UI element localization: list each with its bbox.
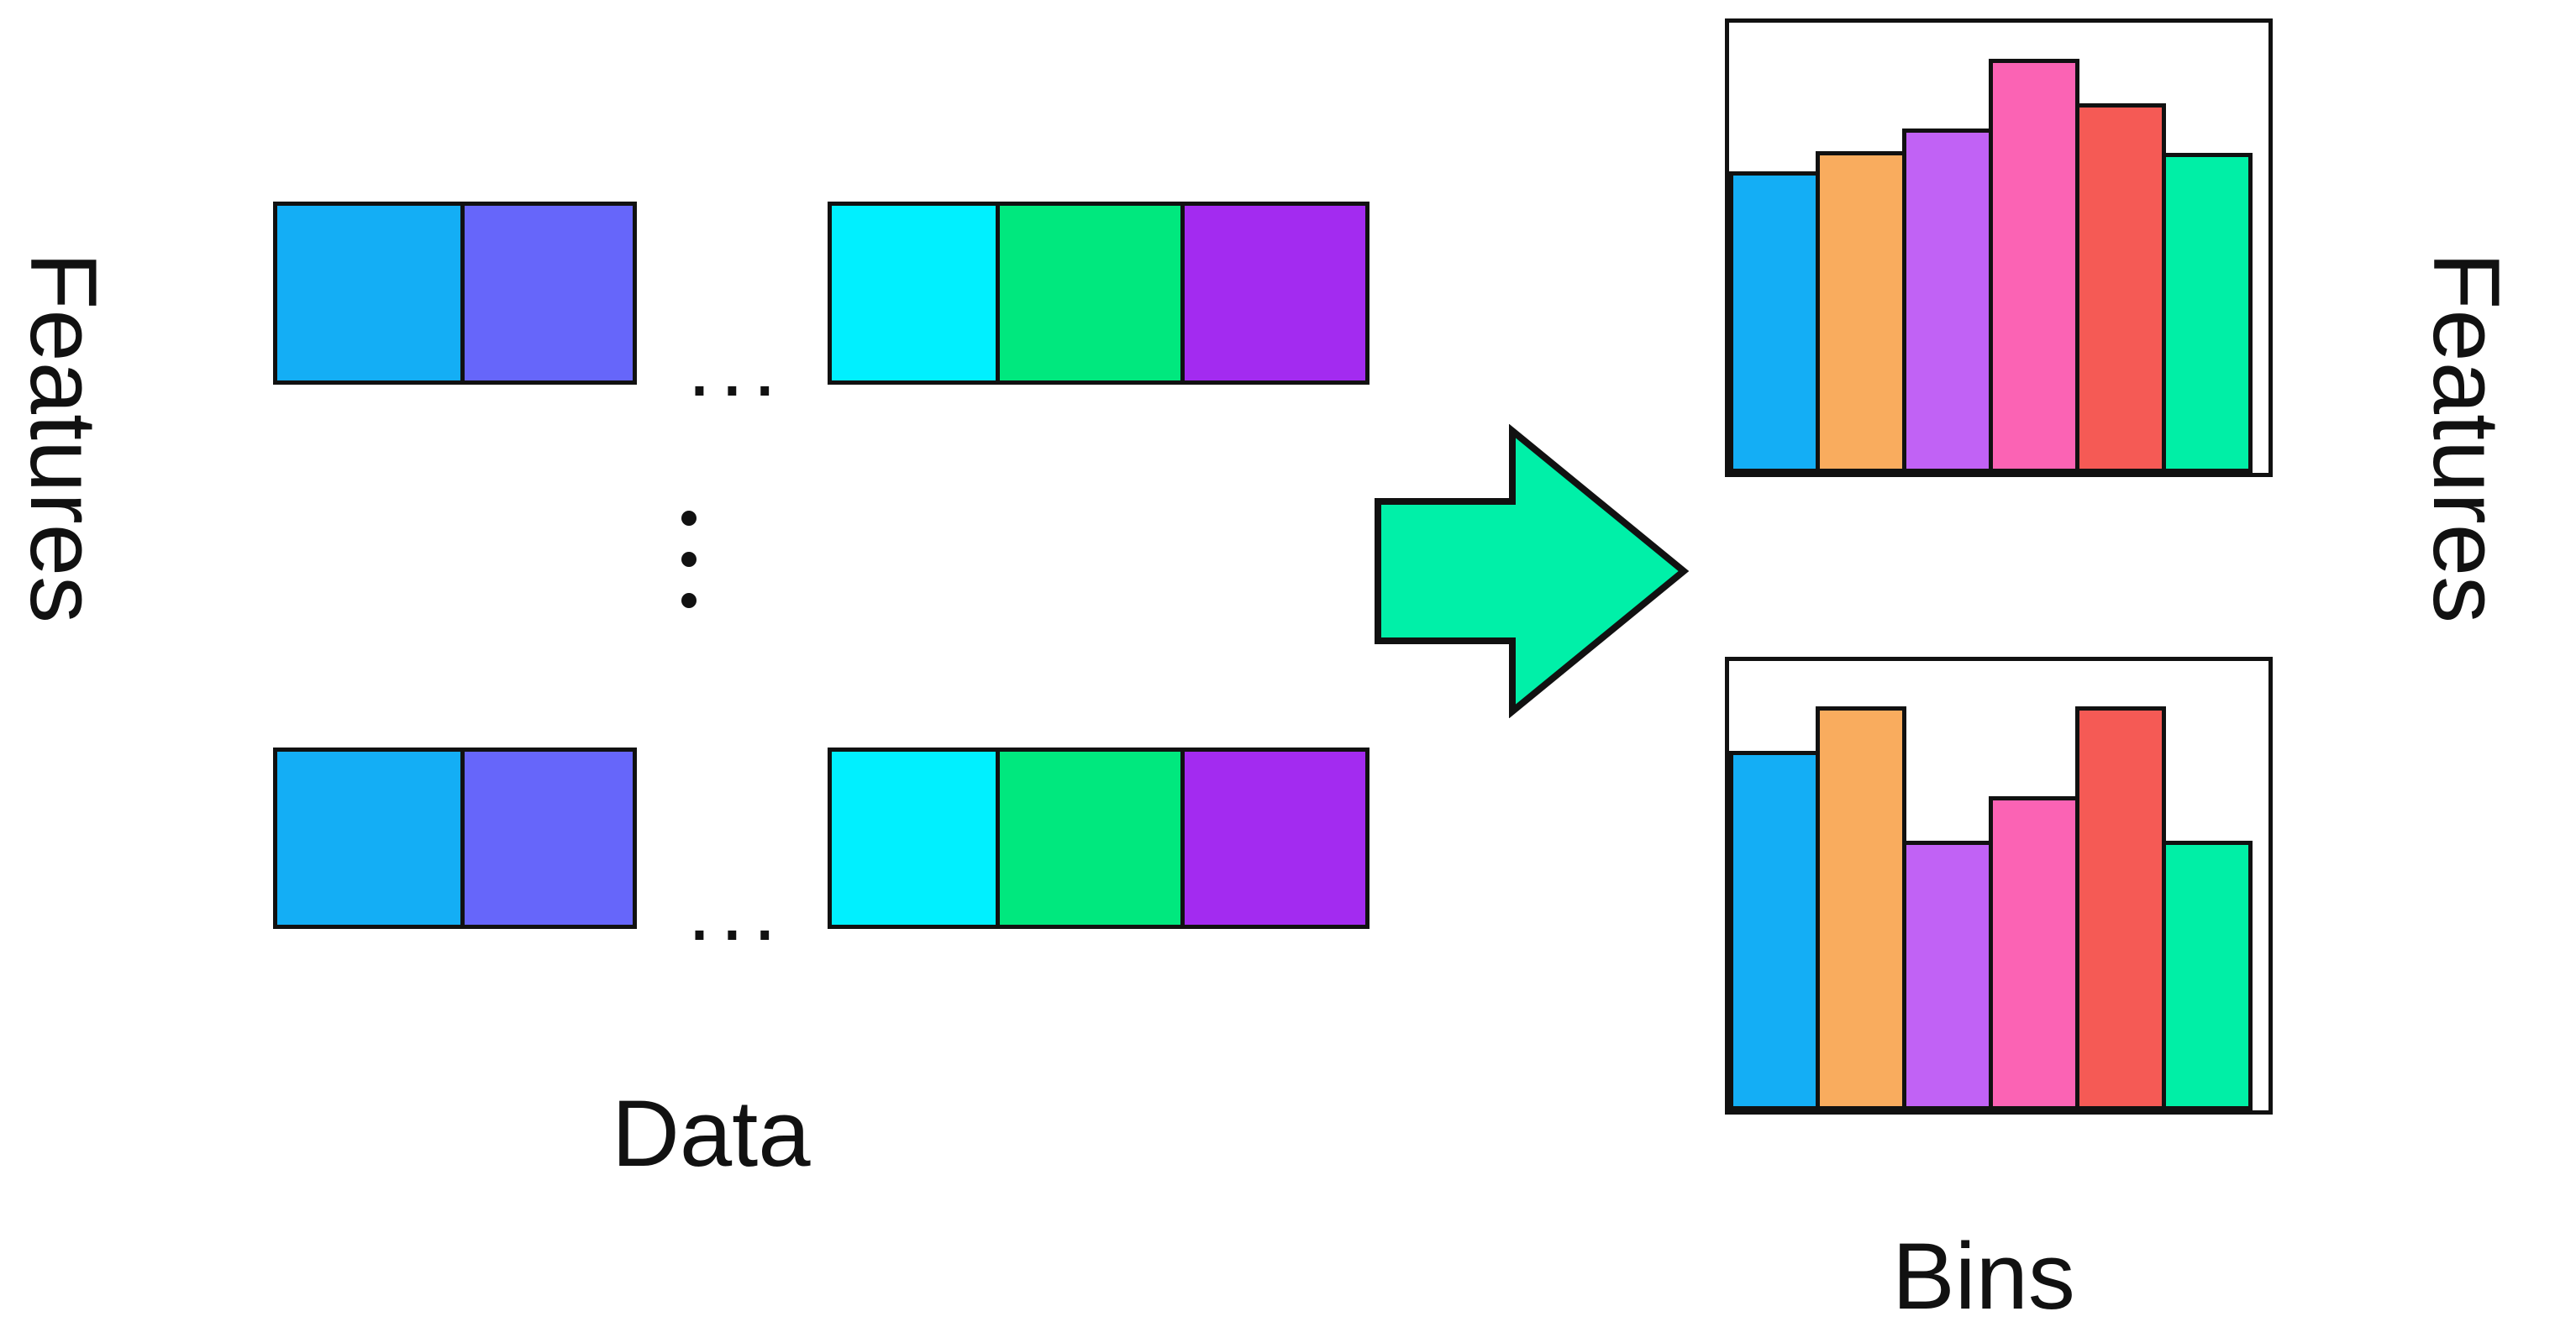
feature-block-cyan xyxy=(828,202,1000,385)
data-row xyxy=(273,202,637,385)
data-row xyxy=(828,202,1369,385)
histogram-bottom-bars xyxy=(1729,661,2268,1110)
histogram-bar xyxy=(1989,795,2079,1110)
histogram-top-bars xyxy=(1729,23,2268,473)
feature-block-purple xyxy=(1180,748,1369,929)
histogram-bar xyxy=(1816,150,1906,473)
histogram-bar xyxy=(1989,58,2079,473)
histogram-bar xyxy=(1816,706,1906,1110)
histogram-bar xyxy=(2162,841,2253,1110)
histogram-bar xyxy=(2075,103,2166,473)
feature-block-indigo xyxy=(460,748,637,929)
data-row xyxy=(828,748,1369,929)
row-ellipsis: ... xyxy=(687,862,786,959)
ellipsis-dot xyxy=(681,552,697,567)
ellipsis-dot xyxy=(681,511,697,526)
histogram-top xyxy=(1725,18,2273,477)
right-axis-label-features: Features xyxy=(2414,252,2519,623)
feature-block-cyan xyxy=(828,748,1000,929)
feature-block-blue xyxy=(273,202,465,385)
feature-block-green xyxy=(996,748,1185,929)
histogram-bar xyxy=(2075,706,2166,1110)
histogram-bar xyxy=(1729,751,1820,1110)
ellipsis-dot xyxy=(681,593,697,608)
feature-block-green xyxy=(996,202,1185,385)
histogram-bar xyxy=(1729,170,1820,473)
histogram-bar xyxy=(1902,128,1993,473)
histogram-bar xyxy=(2162,153,2253,473)
column-ellipsis xyxy=(681,511,697,608)
histogram-bottom xyxy=(1725,657,2273,1115)
feature-block-indigo xyxy=(460,202,637,385)
data-row xyxy=(273,748,637,929)
feature-block-blue xyxy=(273,748,465,929)
bottom-label-data: Data xyxy=(612,1081,811,1186)
bottom-label-bins: Bins xyxy=(1892,1224,2075,1329)
row-ellipsis: ... xyxy=(687,317,786,415)
feature-block-purple xyxy=(1180,202,1369,385)
transform-arrow xyxy=(1371,423,1690,719)
left-axis-label-features: Features xyxy=(11,252,116,623)
histogram-bar xyxy=(1902,841,1993,1110)
